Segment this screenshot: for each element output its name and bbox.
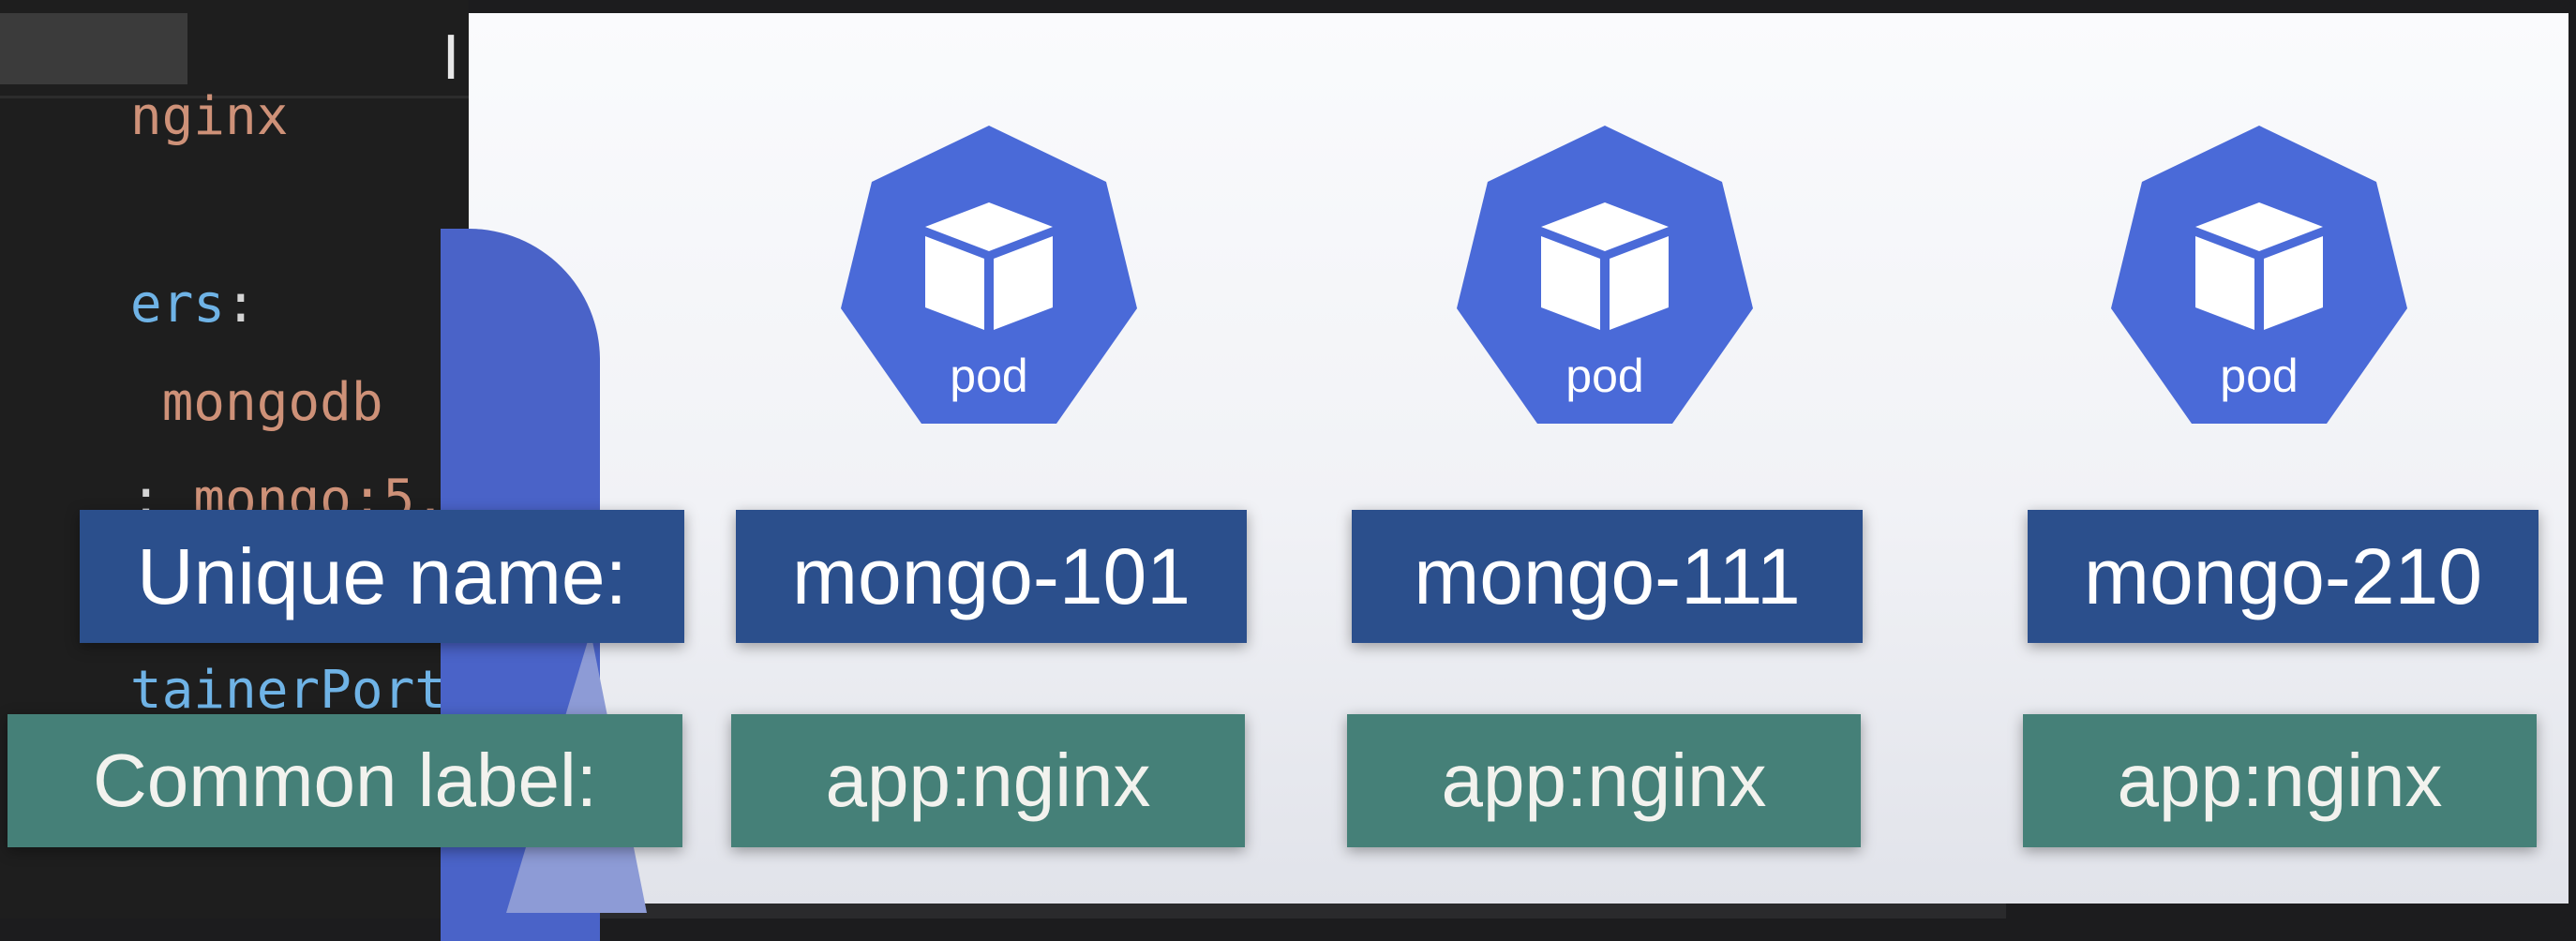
pod-label: pod xyxy=(950,350,1028,402)
selection-highlight xyxy=(0,13,187,84)
common-label-heading: Common label: xyxy=(7,714,682,847)
current-line-highlight xyxy=(0,2,469,98)
code-line-2[interactable]: ers: xyxy=(4,206,257,403)
cube-icon xyxy=(925,202,1053,330)
pod-label: pod xyxy=(1565,350,1644,402)
pod-heptagon-icon xyxy=(841,126,1137,424)
pod-name-box-3: mongo-210 xyxy=(2028,510,2539,643)
code-token: : xyxy=(225,274,257,335)
text-cursor-icon: I xyxy=(442,24,460,94)
pod-label-box-2: app:nginx xyxy=(1347,714,1861,847)
code-line-6[interactable]: tainerPort xyxy=(4,592,446,789)
pod-heptagon-icon xyxy=(1457,126,1753,424)
code-token: mongodb xyxy=(129,372,383,433)
pod-2: pod xyxy=(1455,126,1755,435)
pod-name-box-1: mongo-101 xyxy=(736,510,1247,643)
unique-name-heading: Unique name: xyxy=(80,510,684,643)
code-line-1[interactable]: nginx xyxy=(4,19,289,216)
code-token: tainerPort xyxy=(129,660,447,721)
pod-heptagon-icon xyxy=(2111,126,2407,424)
code-token: nginx xyxy=(129,86,289,147)
cube-icon xyxy=(1541,202,1669,330)
pod-label-box-1: app:nginx xyxy=(731,714,1245,847)
code-token: ers xyxy=(129,274,226,335)
pod-1: pod xyxy=(839,126,1139,435)
pod-label: pod xyxy=(2220,350,2299,402)
pod-name-box-2: mongo-111 xyxy=(1352,510,1863,643)
cube-icon xyxy=(2195,202,2323,330)
pod-3: pod xyxy=(2109,126,2409,435)
slide-panel: pod pod pod mongo-101 mongo-111 mongo-21… xyxy=(441,13,2569,941)
background-slide-strip xyxy=(469,900,2006,919)
code-line-3[interactable]: mongodb xyxy=(4,305,383,501)
pod-label-box-3: app:nginx xyxy=(2023,714,2537,847)
